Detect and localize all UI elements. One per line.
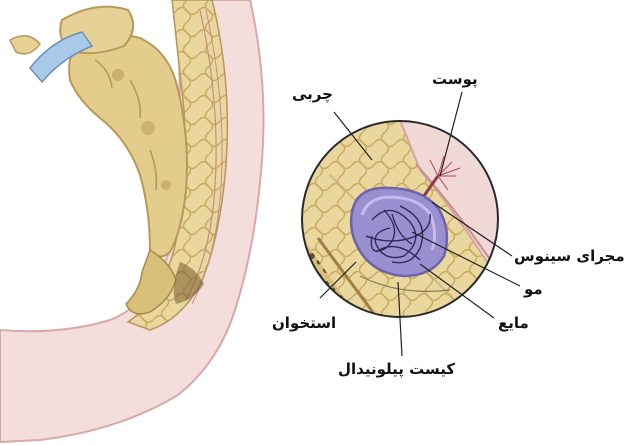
fat-label: چربی <box>292 85 333 103</box>
fluid-label: مایع <box>498 314 529 332</box>
bone-label: استخوان <box>272 314 336 332</box>
skin-label: پوست <box>432 70 478 88</box>
pilonidal-cyst-label: کیست پیلونیدال <box>338 360 455 378</box>
body-cross-section <box>0 0 264 442</box>
sacrum-bone <box>69 34 187 256</box>
sinus-tract-label: مجرای سینوس <box>514 247 625 265</box>
hair-label: مو <box>524 280 543 298</box>
